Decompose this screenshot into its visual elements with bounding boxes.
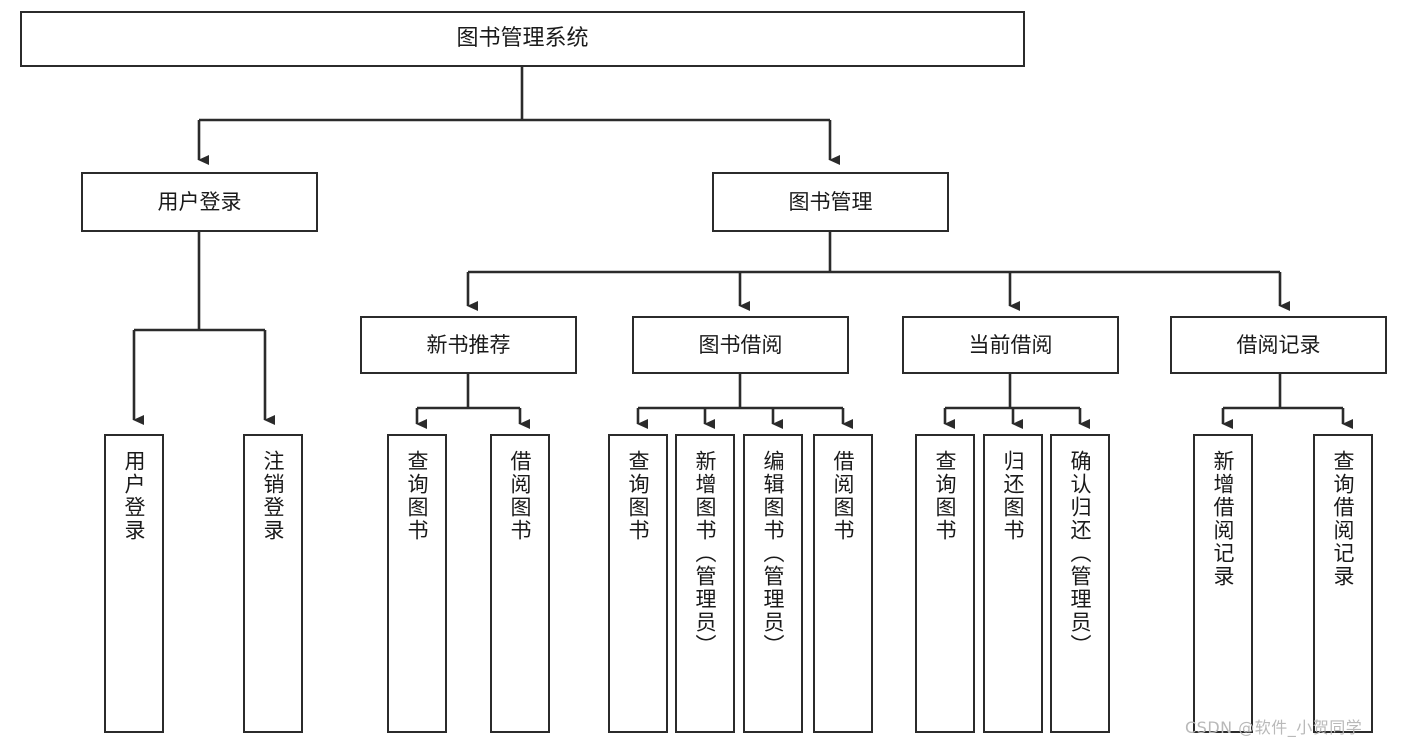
node-label: 查询图书 [933,450,958,542]
node-label: 用户登录 [157,189,242,214]
node-label: 借阅记录 [1236,332,1321,357]
node-label: 注销登录 [261,450,286,542]
node-current-borrow[interactable]: 当前借阅 [902,316,1119,374]
node-label: 借阅图书 [831,450,856,542]
node-leaf-return-book[interactable]: 归还图书 [983,434,1043,733]
node-leaf-add-borrow-record[interactable]: 新增借阅记录 [1193,434,1253,733]
node-label: 确认归还（管理员） [1068,450,1093,657]
node-book-borrow[interactable]: 图书借阅 [632,316,849,374]
node-leaf-query-borrow-record[interactable]: 查询借阅记录 [1313,434,1373,733]
node-label: 查询图书 [626,450,651,542]
node-leaf-logout[interactable]: 注销登录 [243,434,303,733]
node-new-book-recommendation[interactable]: 新书推荐 [360,316,577,374]
node-label: 图书管理系统 [456,26,589,52]
node-label: 查询图书 [405,450,430,542]
node-book-management[interactable]: 图书管理 [712,172,949,232]
node-leaf-add-book-admin[interactable]: 新增图书（管理员） [675,434,735,733]
node-label: 借阅图书 [508,450,533,542]
node-label: 新书推荐 [426,332,511,357]
node-user-login[interactable]: 用户登录 [81,172,318,232]
node-leaf-edit-book-admin[interactable]: 编辑图书（管理员） [743,434,803,733]
node-leaf-user-login[interactable]: 用户登录 [104,434,164,733]
node-root-book-management-system[interactable]: 图书管理系统 [20,11,1025,67]
node-label: 编辑图书（管理员） [761,450,786,657]
node-label: 图书管理 [788,189,873,214]
node-label: 新增图书（管理员） [693,450,718,657]
node-borrow-record[interactable]: 借阅记录 [1170,316,1387,374]
node-label: 新增借阅记录 [1211,450,1236,588]
node-leaf-query-book-recommend[interactable]: 查询图书 [387,434,447,733]
node-label: 图书借阅 [698,332,783,357]
node-label: 查询借阅记录 [1331,450,1356,588]
node-leaf-query-book-current[interactable]: 查询图书 [915,434,975,733]
node-label: 归还图书 [1001,450,1026,542]
node-leaf-confirm-return-admin[interactable]: 确认归还（管理员） [1050,434,1110,733]
node-label: 当前借阅 [968,332,1053,357]
node-leaf-borrow-book[interactable]: 借阅图书 [813,434,873,733]
node-leaf-query-book-borrow[interactable]: 查询图书 [608,434,668,733]
node-leaf-borrow-book-recommend[interactable]: 借阅图书 [490,434,550,733]
node-label: 用户登录 [122,450,147,542]
